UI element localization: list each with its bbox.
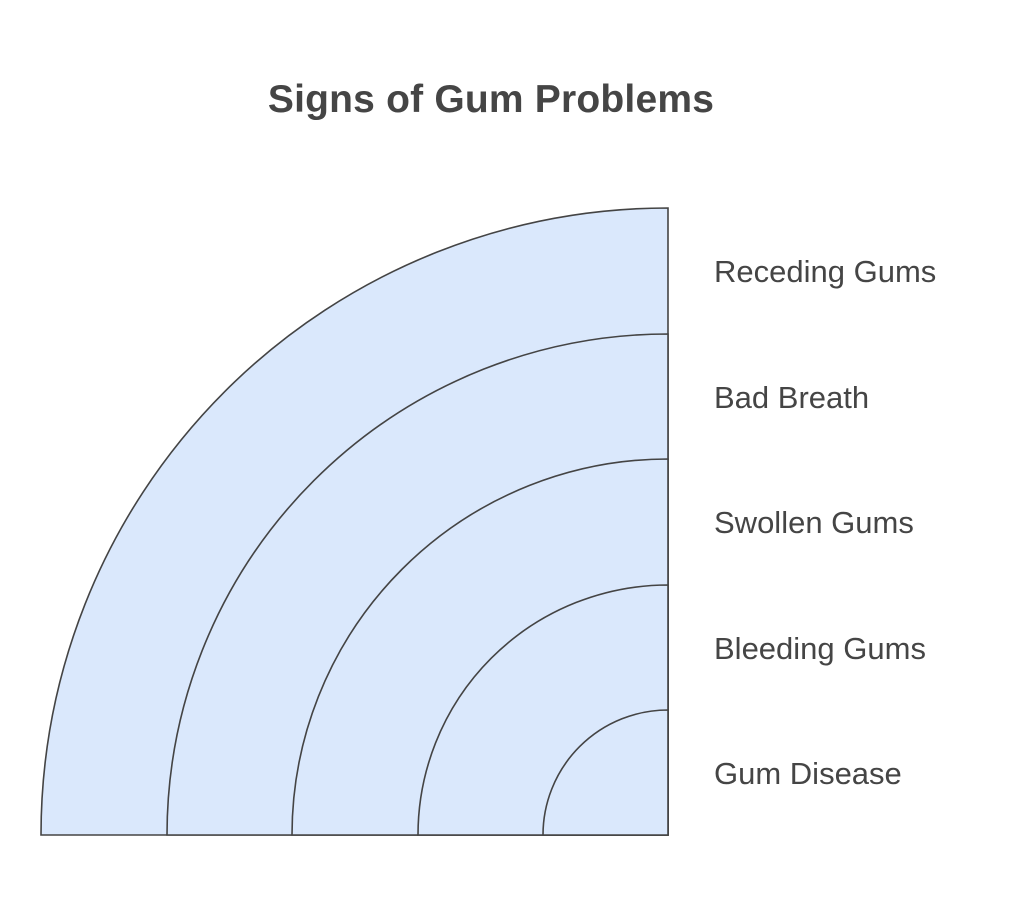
label-swollen-gums: Swollen Gums (714, 505, 914, 540)
label-receding-gums: Receding Gums (714, 254, 937, 289)
label-bad-breath: Bad Breath (714, 380, 870, 415)
label-gum-disease: Gum Disease (714, 756, 902, 791)
diagram-title: Signs of Gum Problems (267, 78, 715, 121)
ring-gum-disease (542, 709, 669, 836)
label-bleeding-gums: Bleeding Gums (714, 631, 926, 666)
